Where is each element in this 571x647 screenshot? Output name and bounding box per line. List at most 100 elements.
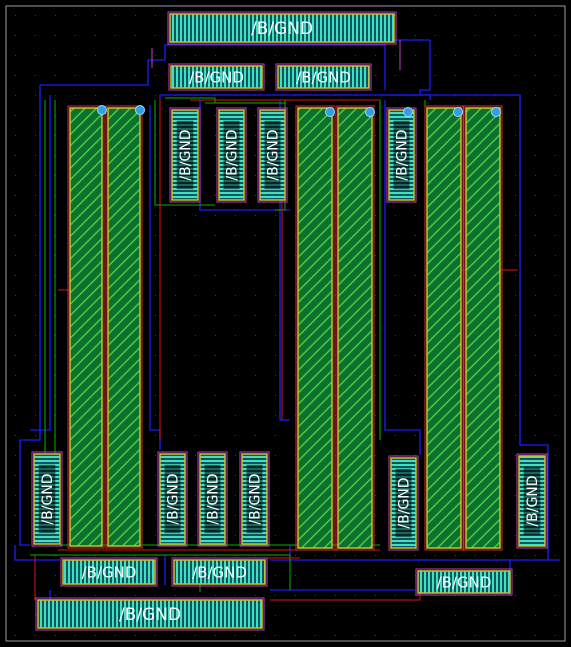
grid-dot xyxy=(235,315,236,316)
via[interactable] xyxy=(453,107,463,117)
metal-trace xyxy=(40,44,386,90)
net-pad[interactable]: /B/GND xyxy=(275,63,372,91)
grid-dot xyxy=(235,355,236,356)
grid-dot xyxy=(555,615,556,616)
large-pad[interactable] xyxy=(67,105,105,549)
grid-dot xyxy=(35,35,36,36)
grid-dot xyxy=(555,495,556,496)
grid-dot xyxy=(15,415,16,416)
grid-dot xyxy=(175,335,176,336)
via[interactable] xyxy=(325,107,335,117)
grid-dot xyxy=(175,275,176,276)
via-group xyxy=(97,105,501,117)
grid-dot xyxy=(355,615,356,616)
grid-dot xyxy=(335,575,336,576)
grid-dot xyxy=(495,555,496,556)
grid-dot xyxy=(335,615,336,616)
net-pad[interactable]: /B/GND xyxy=(35,597,265,631)
net-pad[interactable]: /B/GND xyxy=(386,107,417,203)
grid-dot xyxy=(275,375,276,376)
grid-dot xyxy=(375,75,376,76)
grid-dot xyxy=(395,575,396,576)
grid-dot xyxy=(375,335,376,336)
grid-dot xyxy=(555,395,556,396)
grid-dot xyxy=(115,95,116,96)
net-pad[interactable]: /B/GND xyxy=(157,451,188,547)
grid-dot xyxy=(375,515,376,516)
grid-dot xyxy=(475,55,476,56)
grid-dot xyxy=(135,595,136,596)
large-pad[interactable] xyxy=(463,105,503,551)
grid-dot xyxy=(255,215,256,216)
net-pad[interactable]: /B/GND xyxy=(239,451,270,547)
net-label: /B/GND xyxy=(166,473,182,524)
net-pad[interactable]: /B/GND xyxy=(171,557,268,587)
grid-dot xyxy=(15,235,16,236)
grid-dot xyxy=(375,255,376,256)
grid-dot xyxy=(195,595,196,596)
net-pad[interactable]: /B/GND xyxy=(168,63,265,91)
grid-dot xyxy=(555,215,556,216)
via[interactable] xyxy=(365,107,375,117)
net-pad[interactable]: /B/GND xyxy=(257,107,288,203)
large-pad[interactable] xyxy=(335,105,375,551)
large-pad[interactable] xyxy=(295,105,335,551)
via[interactable] xyxy=(491,107,501,117)
grid-dot xyxy=(515,55,516,56)
grid-dot xyxy=(535,335,536,336)
net-pad[interactable]: /B/GND xyxy=(216,107,247,203)
grid-dot xyxy=(215,235,216,236)
grid-dot xyxy=(355,595,356,596)
grid-dot xyxy=(555,335,556,336)
grid-dot xyxy=(175,315,176,316)
grid-dot xyxy=(395,55,396,56)
grid-dot xyxy=(155,535,156,536)
grid-dot xyxy=(275,335,276,336)
grid-dot xyxy=(415,415,416,416)
via[interactable] xyxy=(97,105,107,115)
net-pad[interactable]: /B/GND xyxy=(167,11,397,45)
grid-dot xyxy=(375,275,376,276)
net-label: /B/GND xyxy=(397,477,413,528)
grid-dot xyxy=(235,435,236,436)
grid-dot xyxy=(275,535,276,536)
grid-dot xyxy=(515,255,516,256)
net-pad[interactable]: /B/GND xyxy=(60,557,158,587)
grid-dot xyxy=(155,515,156,516)
grid-dot xyxy=(35,95,36,96)
grid-dot xyxy=(215,195,216,196)
grid-dot xyxy=(75,55,76,56)
grid-dot xyxy=(475,15,476,16)
net-pad[interactable]: /B/GND xyxy=(31,451,63,547)
grid-dot xyxy=(155,415,156,416)
grid-dot xyxy=(35,355,36,356)
grid-dot xyxy=(455,635,456,636)
net-pad[interactable]: /B/GND xyxy=(415,568,513,596)
grid-dot xyxy=(315,555,316,556)
grid-dot xyxy=(15,215,16,216)
grid-dot xyxy=(515,115,516,116)
net-pad[interactable]: /B/GND xyxy=(169,107,201,203)
grid-dot xyxy=(515,535,516,536)
grid-dot xyxy=(215,415,216,416)
grid-dot xyxy=(515,555,516,556)
grid-dot xyxy=(235,55,236,56)
grid-dot xyxy=(355,55,356,56)
net-pad[interactable]: /B/GND xyxy=(388,455,419,551)
net-label: /B/GND xyxy=(225,129,241,180)
net-pad[interactable]: /B/GND xyxy=(197,451,228,547)
net-label: /B/GND xyxy=(206,473,222,524)
grid-dot xyxy=(355,555,356,556)
via[interactable] xyxy=(403,107,413,117)
via[interactable] xyxy=(135,105,145,115)
grid-dot xyxy=(155,595,156,596)
signal-trace xyxy=(165,97,216,103)
grid-dot xyxy=(555,75,556,76)
large-pad[interactable] xyxy=(105,105,143,549)
grid-dot xyxy=(515,315,516,316)
large-pad[interactable] xyxy=(424,105,464,551)
grid-dot xyxy=(15,475,16,476)
net-pad[interactable]: /B/GND xyxy=(516,453,548,549)
